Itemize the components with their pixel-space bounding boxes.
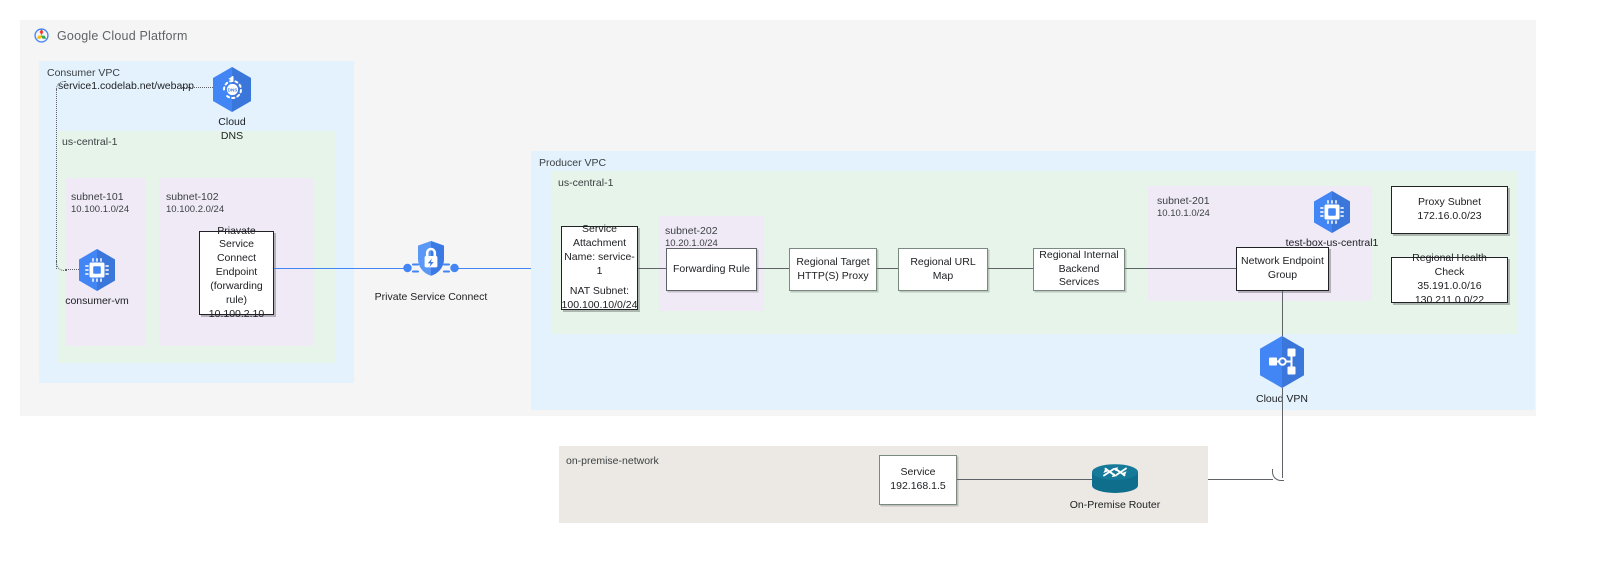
cloud-vpn-icon	[1260, 336, 1304, 388]
producer-vpc-label: Producer VPC	[539, 157, 607, 169]
forwarding-rule-box[interactable]: Forwarding Rule	[666, 248, 757, 291]
gcp-header: Google Cloud Platform	[33, 27, 188, 44]
dns-path-vertical	[56, 89, 57, 269]
subnet-202-name: subnet-202	[665, 225, 718, 237]
subnet-101-name: subnet-101	[71, 191, 124, 203]
google-cloud-logo	[34, 28, 49, 43]
cloud-vpn-node[interactable]: Cloud VPN	[1222, 335, 1342, 407]
dns-path-to-vm	[65, 269, 81, 270]
on-premise-network-label: on-premise-network	[566, 455, 659, 467]
consumer-vpc-label: Consumer VPC	[47, 67, 120, 79]
subnet-102-name: subnet-102	[166, 191, 219, 203]
vpn-to-onprem-link	[1282, 388, 1283, 478]
router-icon	[1092, 464, 1138, 493]
health-check-line3: 130.211.0.0/22	[1414, 293, 1485, 306]
dns-url-text: service1.codelab.net/webapp	[58, 80, 195, 92]
service-attachment-line4: NAT Subnet:	[569, 285, 630, 298]
backend-services-line1: Regional Internal	[1039, 248, 1119, 261]
on-premise-router-label: On-Premise Router	[1069, 499, 1161, 511]
cloud-dns-icon: DNS	[213, 67, 251, 112]
backend-to-neg-link	[1125, 268, 1236, 269]
cloud-dns-label: Cloud DNS	[218, 116, 246, 142]
psc-link-right	[455, 268, 560, 269]
psc-link-left	[274, 268, 407, 269]
forwarding-to-proxy-link	[757, 268, 789, 269]
service-attachment-line2: Attachment	[572, 236, 627, 249]
consumer-vm-node[interactable]: consumer-vm	[37, 248, 157, 309]
service-to-router-link	[957, 479, 1093, 480]
psc-endpoint-line3: (forwarding rule)	[210, 279, 263, 306]
private-service-connect-node[interactable]: Private Service Connect	[371, 238, 491, 305]
subnet-201-cidr: 10.10.1.0/24	[1157, 208, 1210, 220]
psc-endpoint-box[interactable]: Priavate Service Connect Endpoint (forwa…	[199, 225, 274, 320]
subnet-201-label: subnet-201 10.10.1.0/24	[1157, 194, 1210, 221]
cloud-dns-node[interactable]: DNS Cloud DNS	[172, 66, 292, 143]
forwarding-rule-label: Forwarding Rule	[672, 262, 751, 275]
compute-engine-vm-icon	[1314, 191, 1350, 233]
service-attachment-line5: 100.100.10/0/24	[561, 299, 638, 312]
subnet-202-label: subnet-202 10.20.1.0/24	[665, 224, 718, 251]
url-map-label: Regional URL Map	[910, 255, 976, 282]
producer-region-label: us-central-1	[558, 177, 614, 189]
backend-services-box[interactable]: Regional Internal Backend Services	[1033, 248, 1125, 291]
subnet-102-label: subnet-102 10.100.2.0/24	[166, 190, 224, 217]
compute-engine-vm-icon	[79, 249, 115, 291]
proxy-subnet-line2: 172.16.0.0/23	[1417, 210, 1482, 222]
neg-line2: Group	[1267, 269, 1298, 281]
test-box-node[interactable]: test-box-us-central1	[1272, 190, 1392, 251]
subnet-101-cidr: 10.100.1.0/24	[71, 204, 130, 216]
consumer-region-label: us-central-1	[62, 136, 118, 148]
gcp-brand-text: Google Cloud Platform	[57, 28, 188, 43]
backend-services-line2: Backend Services	[1058, 262, 1100, 289]
onprem-service-box[interactable]: Service 192.168.1.5	[879, 455, 957, 505]
on-premise-router-node[interactable]: On-Premise Router	[1055, 460, 1175, 513]
dns-path-corner-top	[56, 81, 66, 91]
service-attachment-box[interactable]: Service Attachment Name: service-1 NAT S…	[561, 222, 638, 312]
proxy-to-urlmap-link	[877, 268, 898, 269]
target-proxy-line2: HTTP(S) Proxy	[797, 269, 869, 282]
onprem-service-line1: Service	[900, 466, 936, 479]
neg-to-vpn-link	[1282, 291, 1283, 336]
svg-text:DNS: DNS	[228, 88, 238, 93]
psc-endpoint-line1: Priavate Service	[217, 224, 256, 251]
test-box-label: test-box-us-central1	[1285, 237, 1379, 249]
subnet-201-name: subnet-201	[1157, 195, 1210, 207]
subnet-101-label: subnet-101 10.100.1.0/24	[71, 190, 129, 217]
onprem-service-line2: 192.168.1.5	[890, 480, 946, 492]
target-proxy-line1: Regional Target	[796, 255, 870, 268]
consumer-vm-label: consumer-vm	[65, 295, 129, 307]
health-check-line2: 35.191.0.0/16	[1417, 280, 1482, 292]
dns-url-connector	[182, 87, 213, 88]
psc-endpoint-line4: 10.100.2.10	[208, 307, 265, 320]
private-service-connect-icon	[403, 241, 459, 276]
urlmap-to-backend-link	[988, 268, 1033, 269]
subnet-102-cidr: 10.100.2.0/24	[166, 204, 225, 216]
service-attachment-line3: Name: service-1	[564, 250, 635, 277]
health-check-box: Regional Health Check 35.191.0.0/16 130.…	[1391, 252, 1508, 306]
target-proxy-box[interactable]: Regional Target HTTP(S) Proxy	[789, 248, 877, 291]
proxy-subnet-box: Proxy Subnet 172.16.0.0/23	[1391, 186, 1508, 234]
subnet-202-cidr: 10.20.1.0/24	[665, 238, 718, 250]
onprem-path-corner	[1272, 469, 1284, 481]
cloud-vpn-label: Cloud VPN	[1256, 393, 1308, 405]
dns-path-corner-bottom	[56, 261, 67, 271]
attachment-to-forwarding-link	[638, 268, 666, 269]
neg-line1: Network Endpoint	[1241, 255, 1324, 268]
psc-endpoint-line2: Connect Endpoint	[215, 252, 258, 279]
private-service-connect-label: Private Service Connect	[374, 291, 488, 303]
service-attachment-line1: Service	[581, 222, 617, 235]
url-map-box[interactable]: Regional URL Map	[898, 248, 988, 291]
proxy-subnet-line1: Proxy Subnet	[1417, 196, 1482, 209]
network-endpoint-group-box[interactable]: Network Endpoint Group	[1236, 247, 1329, 291]
health-check-line1: Regional Health Check	[1412, 252, 1487, 279]
